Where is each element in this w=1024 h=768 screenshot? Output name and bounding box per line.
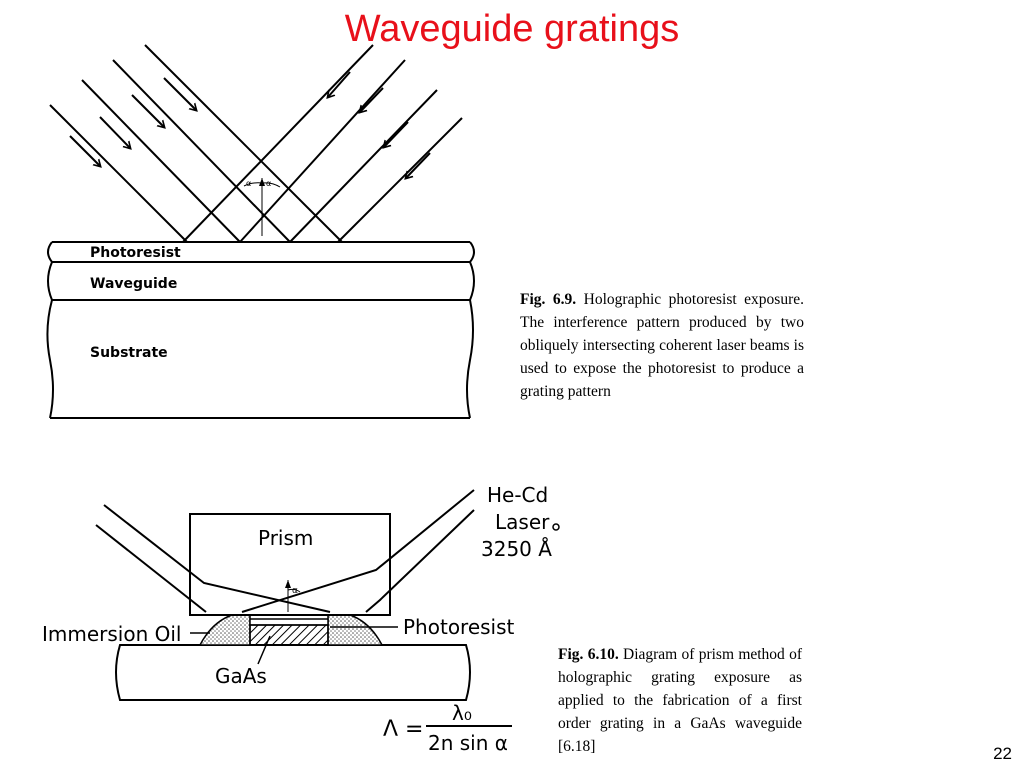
- angle-alpha-right: α: [266, 179, 271, 188]
- page-number: 22: [993, 744, 1012, 763]
- angle-markers: [243, 178, 281, 236]
- gaas-substrate: [115, 644, 471, 701]
- fig-6-9-caption: Fig. 6.9. Holographic photoresist exposu…: [520, 288, 804, 403]
- gaas-grating: [249, 624, 329, 646]
- photoresist-layer-label: Photoresist: [90, 245, 181, 261]
- right-beams: [182, 44, 463, 243]
- prism-label: Prism: [258, 526, 313, 550]
- waveguide-layer-label: Waveguide: [90, 276, 177, 292]
- gaas-leader: [257, 635, 271, 665]
- substrate-layer-label: Substrate: [90, 345, 168, 361]
- angle-alpha-left: α: [246, 179, 251, 188]
- layer-stack: [46, 241, 475, 419]
- slide-title: Waveguide gratings: [344, 8, 680, 50]
- laser-label-line3: 3250 Å: [481, 537, 552, 561]
- prism-angle-marker: [285, 580, 301, 612]
- fig-6-9-caption-label: Fig. 6.9.: [520, 291, 577, 308]
- left-beams: [49, 44, 343, 243]
- figure-6-9: α α: [46, 44, 475, 419]
- fig-6-10-caption-text: Diagram of prism method of holographic g…: [558, 646, 803, 755]
- immersion-oil-right: [327, 614, 384, 646]
- immersion-oil-label: Immersion Oil: [42, 622, 182, 646]
- laser-label-line2: Laser: [495, 510, 550, 534]
- fig-6-9-caption-text: Holographic photoresist exposure. The in…: [520, 291, 804, 400]
- laser-aperture-icon: [552, 523, 560, 531]
- formula-numerator: λ₀: [452, 701, 472, 725]
- fig-6-10-caption-label: Fig. 6.10.: [558, 646, 619, 663]
- immersion-oil-left: [198, 614, 251, 646]
- formula-denominator: 2n sin α: [428, 731, 508, 755]
- figure-6-10: [95, 489, 560, 727]
- prism-angle-label: α: [292, 586, 298, 596]
- fig-6-10-caption: Fig. 6.10. Diagram of prism method of ho…: [558, 643, 802, 758]
- formula-lhs: Λ =: [383, 717, 423, 742]
- photoresist-label: Photoresist: [403, 615, 515, 639]
- laser-label-line1: He-Cd: [487, 483, 548, 507]
- prism-block: [189, 513, 391, 616]
- photoresist-film: [249, 618, 329, 626]
- gaas-label: GaAs: [215, 664, 267, 688]
